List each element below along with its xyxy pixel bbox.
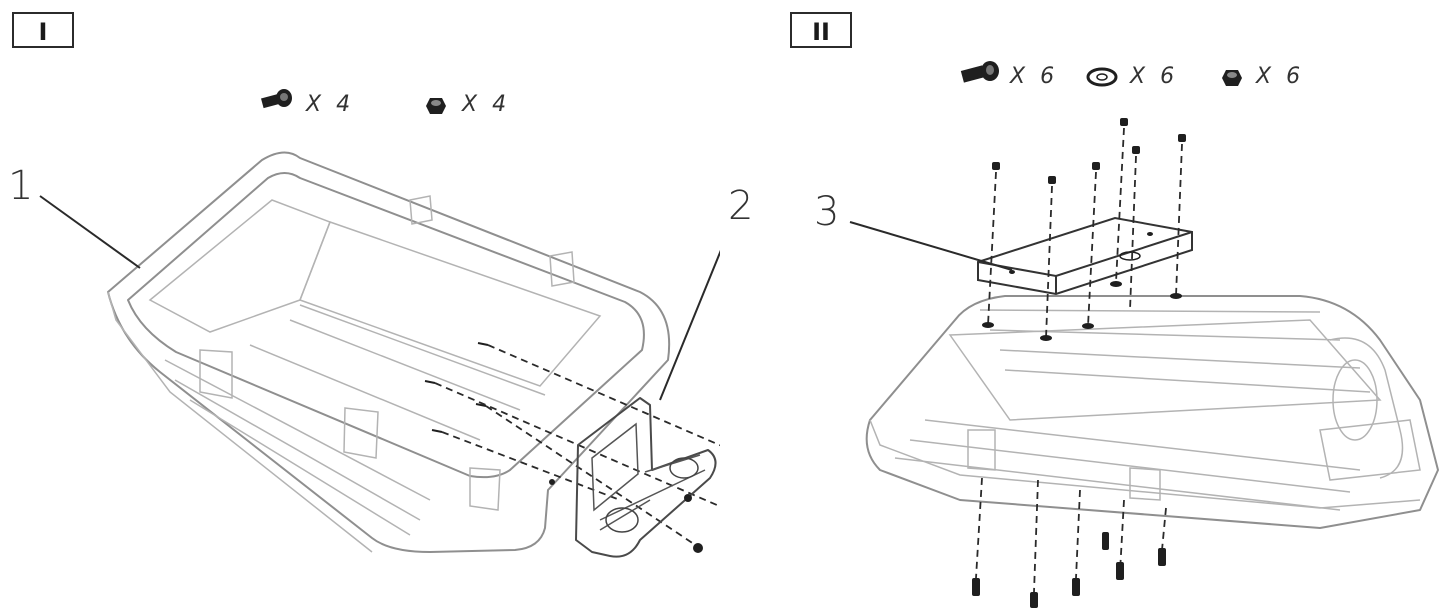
callout-2: 2: [728, 183, 754, 229]
mounting-plate-part-3: [977, 216, 1193, 296]
washer-quantity: X 6: [1130, 64, 1179, 89]
inverted-tray: [865, 295, 1439, 529]
step-1-label: I: [12, 12, 74, 48]
nut-quantity: X 4: [462, 92, 511, 117]
callout-1: 1: [8, 163, 34, 209]
bolt-icon: [960, 61, 999, 83]
tray-part-1: [107, 151, 671, 553]
bolt-quantity: X 6: [1010, 64, 1059, 89]
step-2-label: II: [790, 12, 852, 48]
bolt-quantity: X 4: [306, 92, 355, 117]
callout-3: 3: [814, 189, 840, 235]
nut-quantity: X 6: [1256, 64, 1305, 89]
bolt-icon: [261, 89, 292, 109]
nut-icon: [426, 98, 446, 114]
washer-icon: [1086, 67, 1118, 87]
step-2-diagram: [849, 61, 1439, 608]
step-1-diagram: [39, 89, 720, 558]
step-1-panel: I 1 2 X 4 X 4: [0, 0, 753, 609]
nut-icon: [1222, 70, 1242, 86]
step-2-panel: II 3 X 6 X 6 X 6: [720, 0, 1443, 609]
handle-bracket-part-2: [575, 397, 717, 558]
